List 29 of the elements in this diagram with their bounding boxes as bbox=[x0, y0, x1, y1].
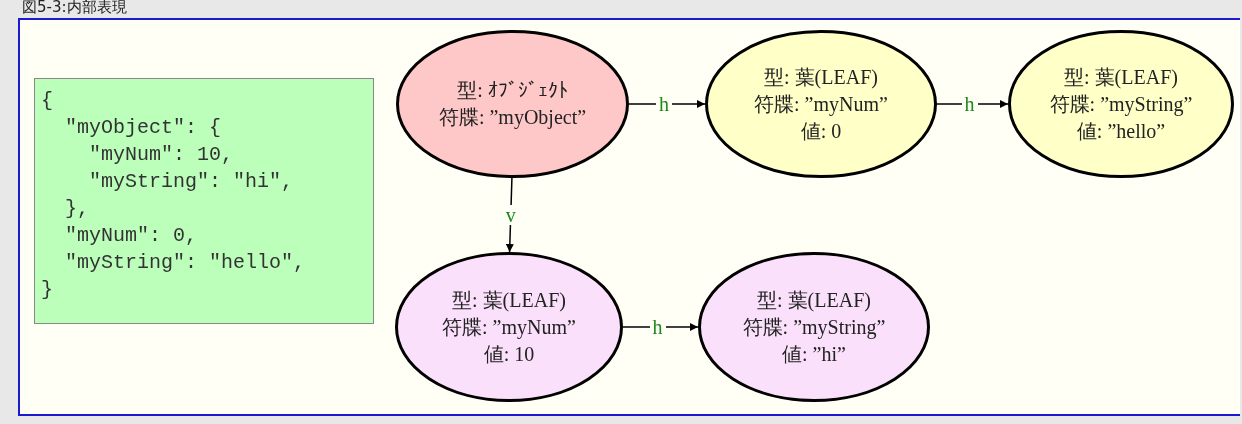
node-text: 符牒: ”myString” bbox=[1049, 91, 1193, 118]
code-line: }, bbox=[64, 196, 90, 222]
figure-title: 図5-3:内部表現 bbox=[22, 0, 127, 16]
node-text: 符牒: ”myNum” bbox=[754, 91, 888, 118]
node-text: 値: ”hello” bbox=[1076, 118, 1166, 144]
arrow bbox=[622, 323, 699, 331]
node-text: 型: ｵﾌﾞｼﾞｪｸﾄ bbox=[457, 78, 568, 103]
code-line: ″myString″: ″hi″, bbox=[88, 169, 295, 195]
edge-label: h bbox=[656, 94, 672, 114]
code-line: ″myNum″: 0, bbox=[64, 223, 199, 249]
node-text: 値: 0 bbox=[800, 118, 842, 144]
arrow bbox=[936, 100, 1009, 108]
node-text: 型: 葉(LEAF) bbox=[1064, 64, 1178, 91]
node-text: 型: 葉(LEAF) bbox=[757, 287, 871, 314]
code-box bbox=[34, 78, 374, 324]
code-line: ″myString″: ″hello″, bbox=[64, 250, 307, 276]
node-text: 符牒: ”myNum” bbox=[442, 314, 576, 341]
node-text: 型: 葉(LEAF) bbox=[764, 64, 878, 91]
node-text: 符牒: ”myObject” bbox=[438, 105, 587, 131]
node-text: 値: 10 bbox=[483, 341, 535, 367]
node-text: 型: 葉(LEAF) bbox=[452, 287, 566, 314]
code-line: ″myObject″: { bbox=[64, 115, 223, 141]
code-line: } bbox=[41, 277, 54, 303]
code-line: { bbox=[41, 88, 54, 114]
arrow bbox=[628, 100, 706, 108]
code-line: ″myNum″: 10, bbox=[88, 142, 235, 168]
arrow bbox=[505, 177, 514, 253]
node-text: 符牒: ”myString” bbox=[742, 314, 886, 341]
node-text: 値: ”hi” bbox=[782, 341, 846, 367]
